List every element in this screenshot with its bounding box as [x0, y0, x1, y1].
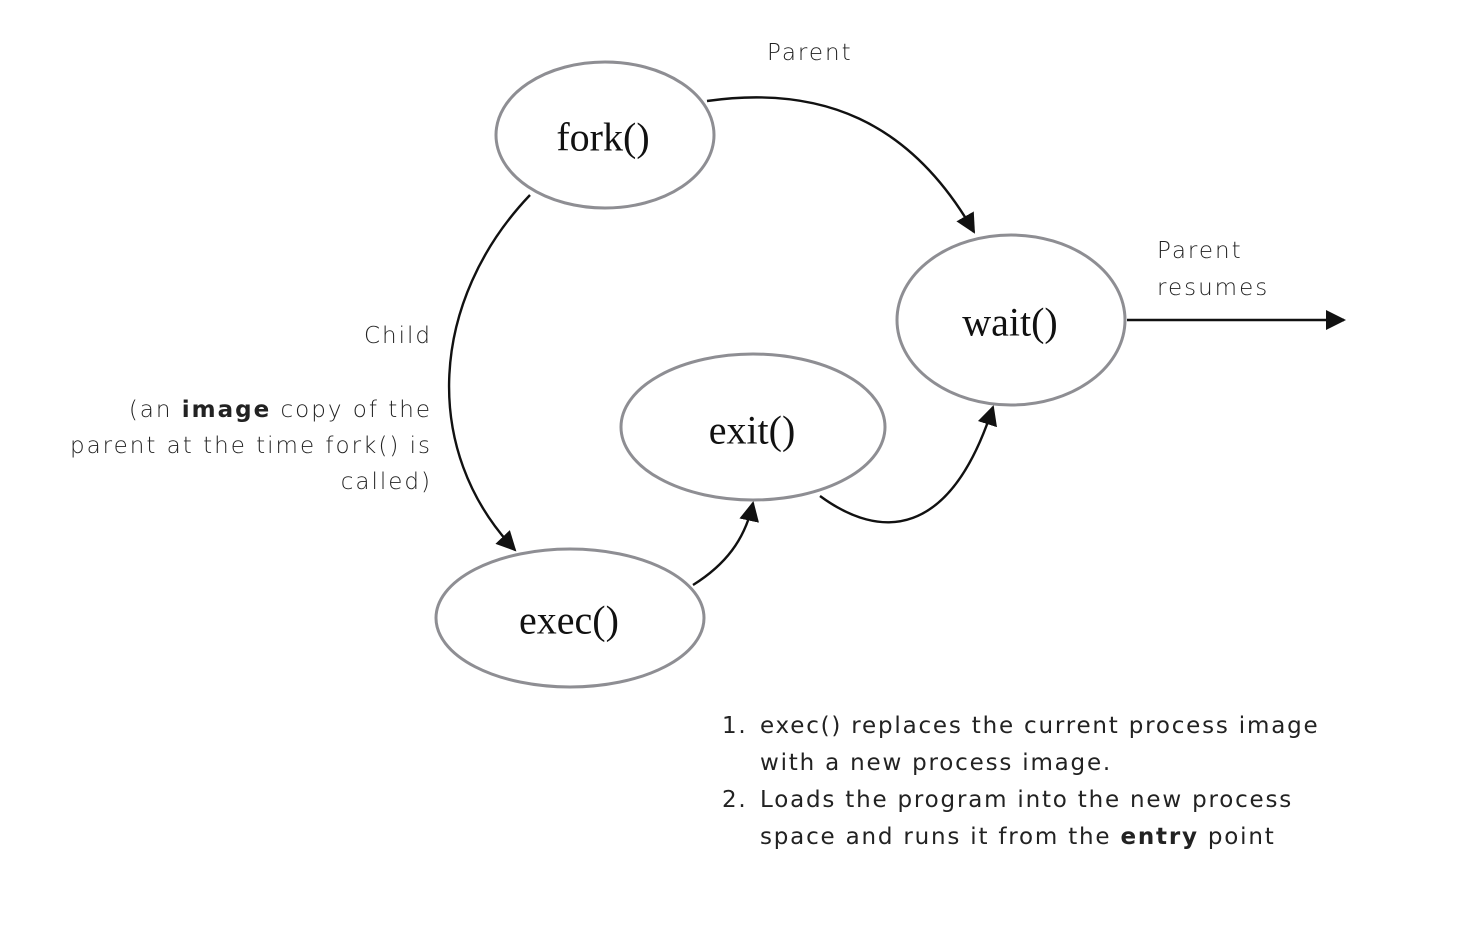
- note-text: exec() replaces the current process imag…: [760, 708, 1382, 782]
- note-text: Loads the program into the new process s…: [760, 782, 1382, 856]
- label-child: Child: [363, 323, 432, 349]
- child-desc-pre: (an: [128, 397, 182, 423]
- note-item-1: 1. exec() replaces the current process i…: [722, 708, 1382, 782]
- notes-list: 1. exec() replaces the current process i…: [722, 708, 1382, 856]
- edge-exit-to-wait: [819, 405, 997, 524]
- child-desc-bold: image: [181, 397, 272, 423]
- node-exit: exit(): [619, 352, 887, 502]
- node-exec: exec(): [434, 547, 706, 689]
- child-desc-post: copy of the: [271, 397, 432, 423]
- note-1-line1: exec() replaces the current process imag…: [760, 713, 1320, 739]
- label-parent: Parent: [767, 40, 853, 66]
- note-number: 1.: [722, 713, 748, 739]
- note-item-2: 2. Loads the program into the new proces…: [722, 782, 1382, 856]
- note-2-line1: Loads the program into the new process: [760, 787, 1294, 813]
- edge-fork-to-wait: [706, 96, 976, 234]
- node-wait: wait(): [895, 233, 1127, 407]
- node-fork: fork(): [494, 60, 716, 210]
- node-exit-label: exit(): [709, 408, 796, 453]
- edge-exec-to-exit: [692, 501, 759, 587]
- node-wait-label: wait(): [962, 300, 1058, 345]
- note-2-line2-pre: space and runs it from the: [760, 824, 1121, 850]
- note-number: 2.: [722, 787, 748, 813]
- child-desc-line2: parent at the time fork() is: [69, 433, 432, 459]
- label-parent-resumes: Parent resumes: [1157, 233, 1269, 307]
- node-fork-label: fork(): [556, 115, 649, 160]
- label-child-description: (an image copy of the parent at the time…: [70, 392, 432, 500]
- child-desc-line3: called): [340, 469, 432, 495]
- note-2-line2: space and runs it from the entry point: [760, 819, 1382, 856]
- edge-fork-to-exec: [447, 194, 531, 552]
- note-2-line2-bold: entry: [1120, 824, 1199, 850]
- note-2-line2-post: point: [1198, 824, 1276, 850]
- note-1-line2: with a new process image.: [760, 750, 1113, 776]
- label-parent-resumes-line2: resumes: [1157, 275, 1270, 301]
- node-exec-label: exec(): [519, 598, 619, 643]
- label-parent-resumes-line1: Parent: [1157, 238, 1243, 264]
- child-desc-line1: (an image copy of the: [70, 392, 432, 428]
